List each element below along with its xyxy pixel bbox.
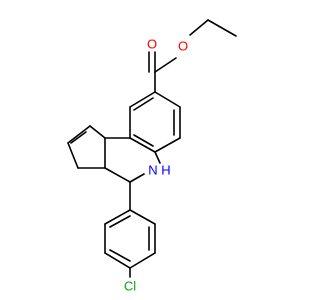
bond-ar6-ar1: [104, 209, 131, 225]
bond-c2-c3: [67, 142, 79, 169]
bond-c5a-n: [154, 151, 161, 164]
bond-n-c4: [129, 173, 145, 183]
cyclopentene-ring: [67, 125, 106, 169]
bond-c10-c5a: [154, 137, 181, 153]
molecule-structure-diagram: O O N H Cl: [67, 19, 237, 294]
bond-c4-c3a: [104, 167, 131, 183]
bond-c8a-c8-inner: [133, 97, 154, 111]
bond-c8-c9: [154, 91, 181, 108]
bond-c1-c2-double: [70, 131, 87, 144]
ester-oxygen-label: O: [178, 39, 188, 54]
bond-c1-c2: [67, 125, 91, 144]
bond-ar4-ar5-inner: [109, 249, 131, 262]
atom-labels: O O N H Cl: [124, 37, 188, 294]
amine-hydrogen-label: H: [161, 163, 170, 178]
chlorophenyl-group: [104, 181, 156, 278]
bond-ar6-ar1-inner: [109, 215, 131, 228]
piperidine-ring: [104, 137, 161, 183]
ethyl-ester-group: [148, 19, 237, 93]
amine-nitrogen-label: N: [148, 163, 157, 178]
bond-ar4-ar5: [104, 252, 131, 269]
bond-ar1-ar2: [129, 209, 156, 225]
bond-ch3-ch2: [207, 19, 237, 37]
bond-ch2-o: [189, 19, 209, 36]
bond-c5a-c9b: [129, 137, 156, 153]
bond-c5a-c9b-inner: [133, 134, 154, 147]
fused-benzene-ring: [129, 91, 181, 153]
bond-ar3-ar4: [129, 252, 156, 269]
bond-o-carbonyl-c: [154, 57, 177, 73]
bond-c9b-c1: [89, 125, 106, 139]
bond-c8a-c8: [129, 91, 156, 108]
chlorine-label: Cl: [124, 279, 136, 294]
carbonyl-oxygen-label: O: [147, 37, 157, 52]
